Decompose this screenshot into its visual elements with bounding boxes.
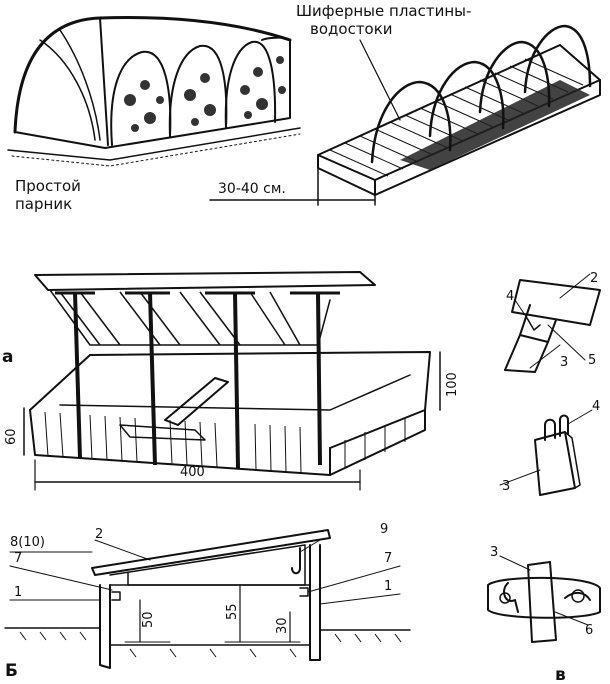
section-dim-30: 30 bbox=[275, 617, 290, 634]
callout-9: 9 bbox=[380, 522, 388, 537]
callout-7-right: 7 bbox=[384, 551, 392, 566]
caption-simple-hotbed-2: парник bbox=[15, 195, 72, 213]
callout-1-left: 1 bbox=[14, 585, 22, 600]
plant-texture bbox=[124, 56, 286, 132]
simple-hotbed-figure bbox=[7, 16, 301, 167]
callout-7-left: 7 bbox=[14, 551, 22, 566]
panel-label-a: а bbox=[2, 347, 13, 367]
callout-8-10: 8(10) bbox=[10, 535, 45, 550]
bed-width-label: 30-40 см. bbox=[218, 181, 286, 197]
callout-1-right: 1 bbox=[384, 579, 392, 594]
slate-bed-figure bbox=[209, 24, 601, 206]
latch-detail-figure bbox=[487, 555, 601, 643]
callout-4-detail: 4 bbox=[506, 289, 514, 304]
section-figure bbox=[4, 529, 411, 669]
callout-2-detail: 2 bbox=[590, 271, 598, 286]
callout-3-block: 3 bbox=[502, 479, 510, 494]
caption-slate-1: Шиферные пластины- bbox=[296, 2, 471, 20]
callout-2-section: 2 bbox=[95, 527, 103, 542]
block-detail-figure bbox=[499, 409, 593, 496]
hotbed-frame-figure bbox=[23, 271, 441, 491]
callout-6-latch: 6 bbox=[585, 623, 593, 638]
panel-label-b: Б bbox=[5, 661, 18, 681]
section-dim-50: 50 bbox=[141, 611, 156, 628]
caption-slate-2: водостоки bbox=[310, 20, 393, 38]
frame-height-right-dim: 100 bbox=[445, 372, 460, 397]
hinge-detail-figure bbox=[504, 273, 601, 373]
panel-label-v: в bbox=[555, 665, 566, 684]
callout-3-detail: 3 bbox=[560, 355, 568, 370]
frame-height-left-dim: 60 bbox=[4, 428, 19, 445]
callout-4-block: 4 bbox=[592, 399, 600, 414]
frame-length-dim: 400 bbox=[180, 465, 205, 480]
callout-5-detail: 5 bbox=[588, 353, 596, 368]
caption-simple-hotbed-1: Простой bbox=[15, 177, 81, 195]
section-dim-55: 55 bbox=[225, 603, 240, 620]
callout-3-latch: 3 bbox=[490, 545, 498, 560]
